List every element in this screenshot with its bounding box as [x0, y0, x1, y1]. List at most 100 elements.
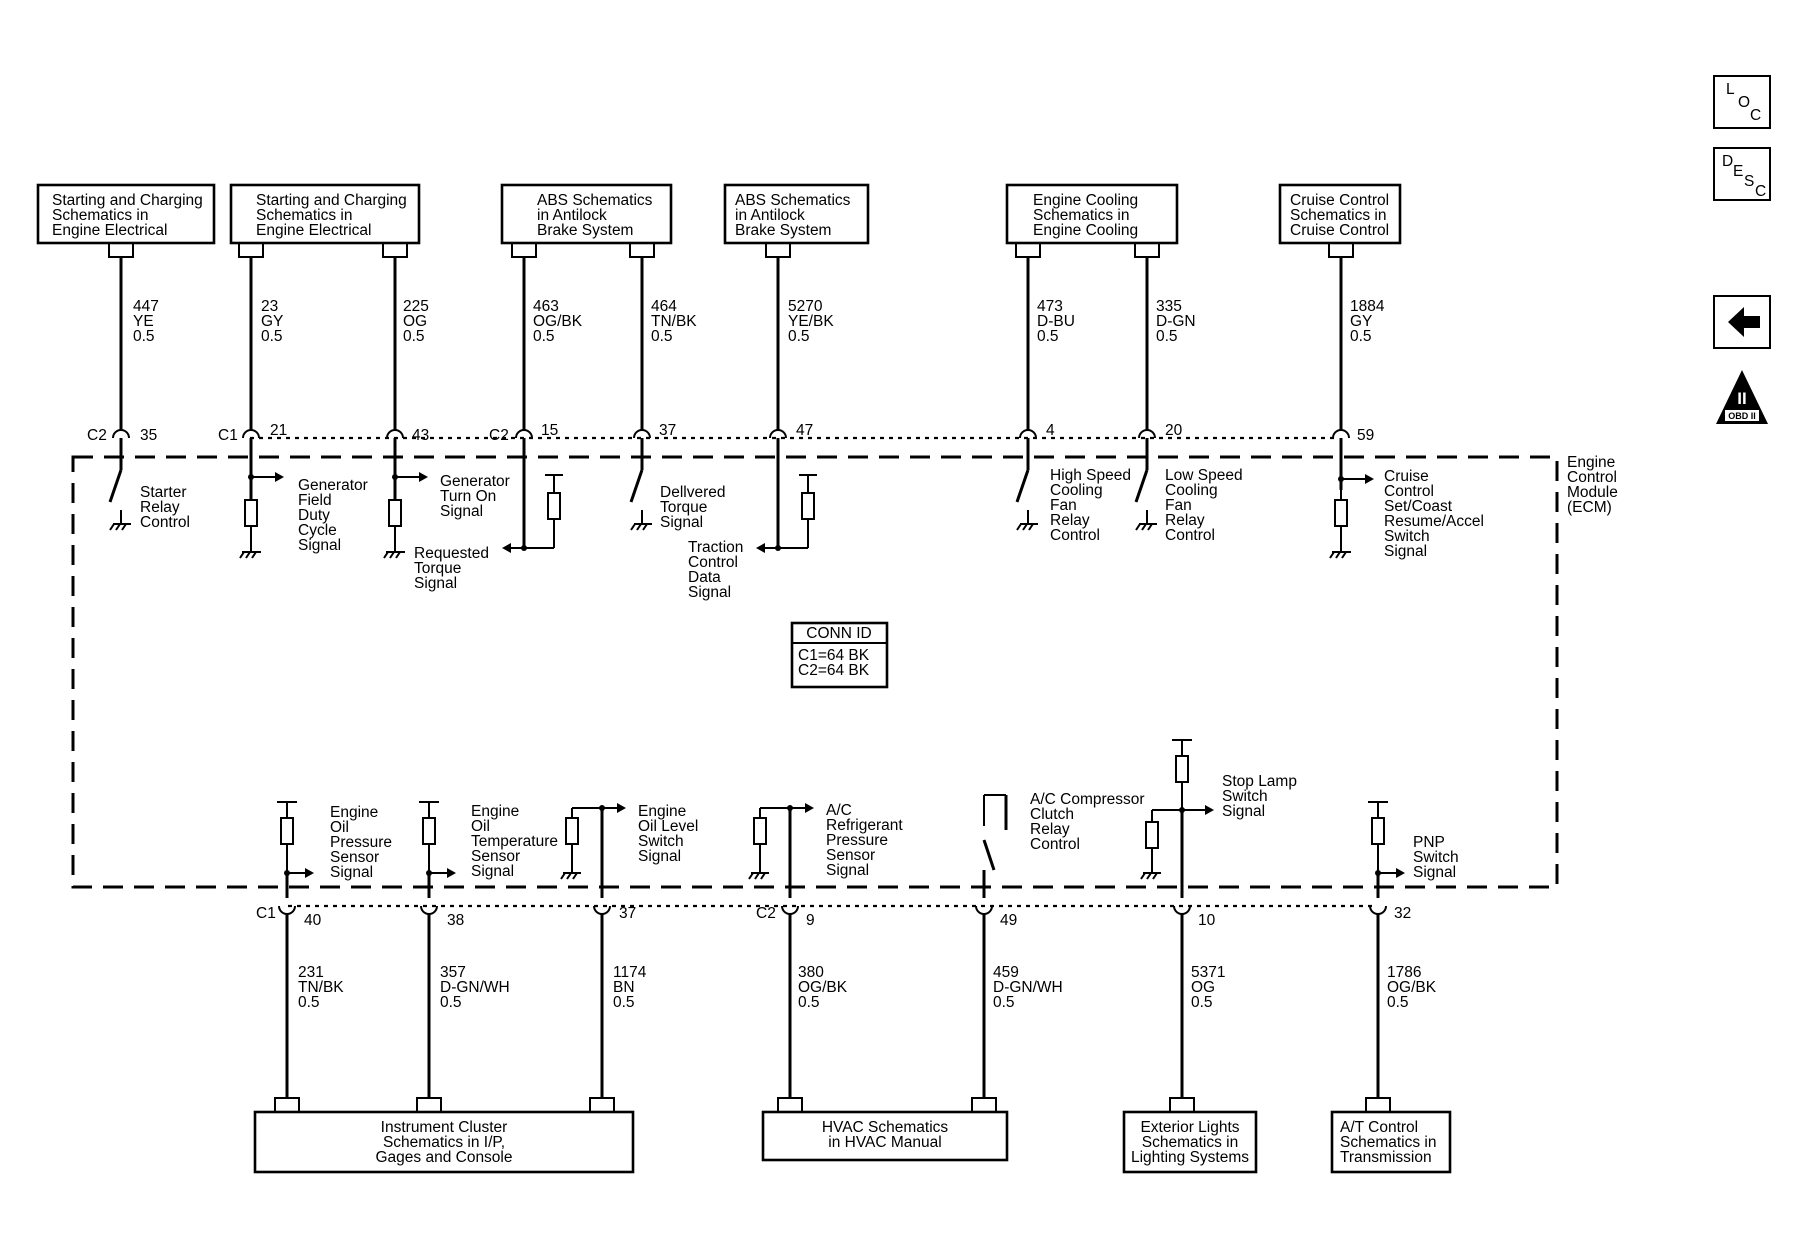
wire-size: 0.5: [403, 328, 425, 345]
signal-label-line: Signal: [414, 575, 457, 592]
module-label-line: Gages and Console: [375, 1149, 512, 1166]
wire-color: D-BU: [1037, 313, 1075, 330]
bottom-wire-459: [971, 905, 997, 1112]
wire-circuit-number: 473: [1037, 298, 1063, 315]
wire-size: 0.5: [798, 994, 820, 1011]
pin-number: 4: [1046, 422, 1055, 439]
signal-label-line: Cooling: [1050, 482, 1103, 499]
top-wire-463: [511, 243, 537, 548]
high-speed-fan-switch: [1015, 469, 1038, 531]
wire-size: 0.5: [1156, 328, 1178, 345]
wire-circuit-number: 1786: [1387, 964, 1421, 981]
module-box-exterior-lights: Exterior Lights Schematics in Lighting S…: [1122, 1110, 1258, 1174]
wire-color: TN/BK: [651, 313, 697, 330]
module-box-at-control: A/T Control Schematics in Transmission: [1330, 1110, 1452, 1174]
signal-label-line: Turn On: [440, 488, 496, 505]
signal-label-line: Sensor: [330, 849, 379, 866]
wire-circuit-number: 5270: [788, 298, 823, 315]
pin-number: 47: [796, 422, 813, 439]
signal-label-line: Engine: [638, 803, 686, 820]
bottom-pin-labels: C1 40 38 37 C2 9 49 10 32: [256, 905, 1411, 929]
wire-color: OG/BK: [798, 979, 848, 996]
wire-size: 0.5: [1037, 328, 1059, 345]
module-box-hvac: HVAC Schematics in HVAC Manual: [761, 1110, 1009, 1162]
signal-label-line: Switch: [638, 833, 684, 850]
module-label-line: Schematics in: [1033, 207, 1129, 224]
signal-label-cruise-control: Cruise Control Set/Coast Resume/Accel Sw…: [1384, 468, 1484, 560]
module-box-abs-2: ABS Schematics in Antilock Brake System: [723, 183, 870, 245]
signal-label-stop-lamp: Stop Lamp Switch Signal: [1222, 773, 1297, 820]
signal-label-line: Sensor: [471, 848, 520, 865]
module-box-starting-charging-2: Starting and Charging Schematics in Engi…: [229, 183, 421, 245]
signal-label-oil-level: Engine Oil Level Switch Signal: [638, 803, 698, 865]
signal-label-line: Oil: [471, 818, 490, 835]
wire-color: D-GN: [1156, 313, 1196, 330]
ecm-label-line: Engine: [1567, 454, 1615, 471]
signal-label-oil-temperature: Engine Oil Temperature Sensor Signal: [471, 803, 558, 880]
signal-label-line: Fan: [1050, 497, 1077, 514]
connector-label: C2: [756, 905, 776, 922]
wire-circuit-number: 23: [261, 298, 278, 315]
pin-number: 20: [1165, 422, 1183, 439]
ac-refrigerant-circuit: [748, 803, 814, 898]
signal-label-line: Dellvered: [660, 484, 725, 501]
wire-size: 0.5: [261, 328, 283, 345]
signal-label-line: Signal: [826, 862, 869, 879]
wire-color: TN/BK: [298, 979, 344, 996]
connector-label: C2: [489, 427, 509, 444]
pin-number: 32: [1394, 905, 1411, 922]
back-arrow-button[interactable]: [1713, 295, 1771, 349]
signal-label-line: Duty: [298, 507, 330, 524]
module-label-line: Engine Electrical: [256, 222, 371, 239]
module-label-line: Cruise Control: [1290, 222, 1389, 239]
signal-label-traction-control: Traction Control Data Signal: [688, 539, 743, 601]
signal-label-requested-torque: Requested Torque Signal: [414, 545, 489, 592]
bottom-wire-1174: [589, 905, 615, 1112]
wire-circuit-number: 1174: [613, 964, 647, 981]
signal-label-line: High Speed: [1050, 467, 1131, 484]
desc-button[interactable]: D E S C: [1713, 147, 1771, 201]
wire-color: YE/BK: [788, 313, 834, 330]
desc-letter: C: [1755, 183, 1766, 200]
signal-label-line: Engine: [330, 804, 378, 821]
signal-label-line: Stop Lamp: [1222, 773, 1297, 790]
pin-number: 37: [619, 905, 636, 922]
pin-number: 43: [412, 427, 429, 444]
pnp-switch-circuit: [1368, 801, 1405, 898]
signal-label-ac-compressor: A/C Compressor Clutch Relay Control: [1030, 791, 1145, 853]
signal-label-ac-refrigerant: A/C Refrigerant Pressure Sensor Signal: [826, 802, 903, 879]
wire-color: BN: [613, 979, 635, 996]
pin-number: 9: [806, 912, 815, 929]
ecm-label-line: (ECM): [1567, 499, 1612, 516]
loc-button[interactable]: L O C: [1713, 75, 1771, 129]
module-label-line: Schematics in: [1142, 1134, 1238, 1151]
signal-label-line: Switch: [1413, 849, 1459, 866]
signal-label-line: Torque: [660, 499, 707, 516]
module-label-line: Engine Electrical: [52, 222, 167, 239]
signal-label-line: Signal: [638, 848, 681, 865]
pin-number: 59: [1357, 427, 1374, 444]
module-label-line: ABS Schematics: [735, 192, 851, 209]
ecm-boundary: [71, 455, 1559, 889]
wire-color: GY: [261, 313, 283, 330]
signal-label-line: Traction: [688, 539, 743, 556]
wire-size: 0.5: [613, 994, 635, 1011]
signal-label-line: Signal: [688, 584, 731, 601]
wire-size: 0.5: [1387, 994, 1409, 1011]
signal-label-oil-pressure: Engine Oil Pressure Sensor Signal: [330, 804, 392, 881]
top-wire-447: [108, 243, 134, 470]
obd-ii-button[interactable]: II OBD II: [1716, 370, 1768, 424]
connector-label: C1: [218, 427, 238, 444]
wire-circuit-number: 380: [798, 964, 824, 981]
low-speed-fan-switch: [1134, 469, 1157, 531]
pin-number: 38: [447, 912, 464, 929]
wire-color: GY: [1350, 313, 1372, 330]
signal-label-line: Switch: [1222, 788, 1268, 805]
module-label-line: Exterior Lights: [1140, 1119, 1239, 1136]
wire-circuit-number: 231: [298, 964, 324, 981]
signal-label-line: Refrigerant: [826, 817, 903, 834]
wire-color: OG/BK: [533, 313, 583, 330]
signal-label-line: Cooling: [1165, 482, 1218, 499]
top-wire-1884: [1328, 243, 1354, 490]
